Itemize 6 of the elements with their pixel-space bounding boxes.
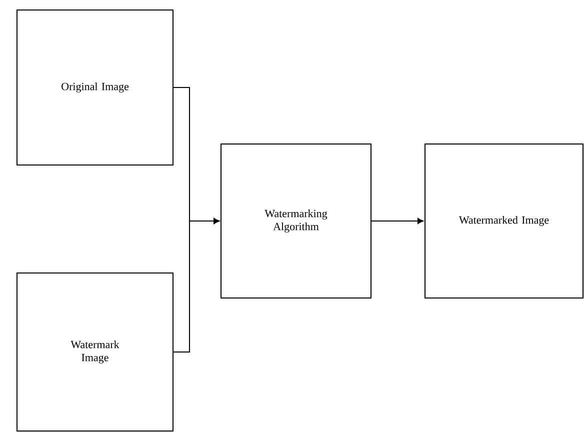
- arrow: [173, 218, 220, 352]
- process-box: Original Image: [16, 10, 174, 166]
- arrow: [371, 218, 424, 224]
- process-box: Watermarking Algorithm: [220, 144, 372, 298]
- process-box: Watermark Image: [16, 272, 174, 432]
- process-box: Watermarked Image: [424, 144, 584, 298]
